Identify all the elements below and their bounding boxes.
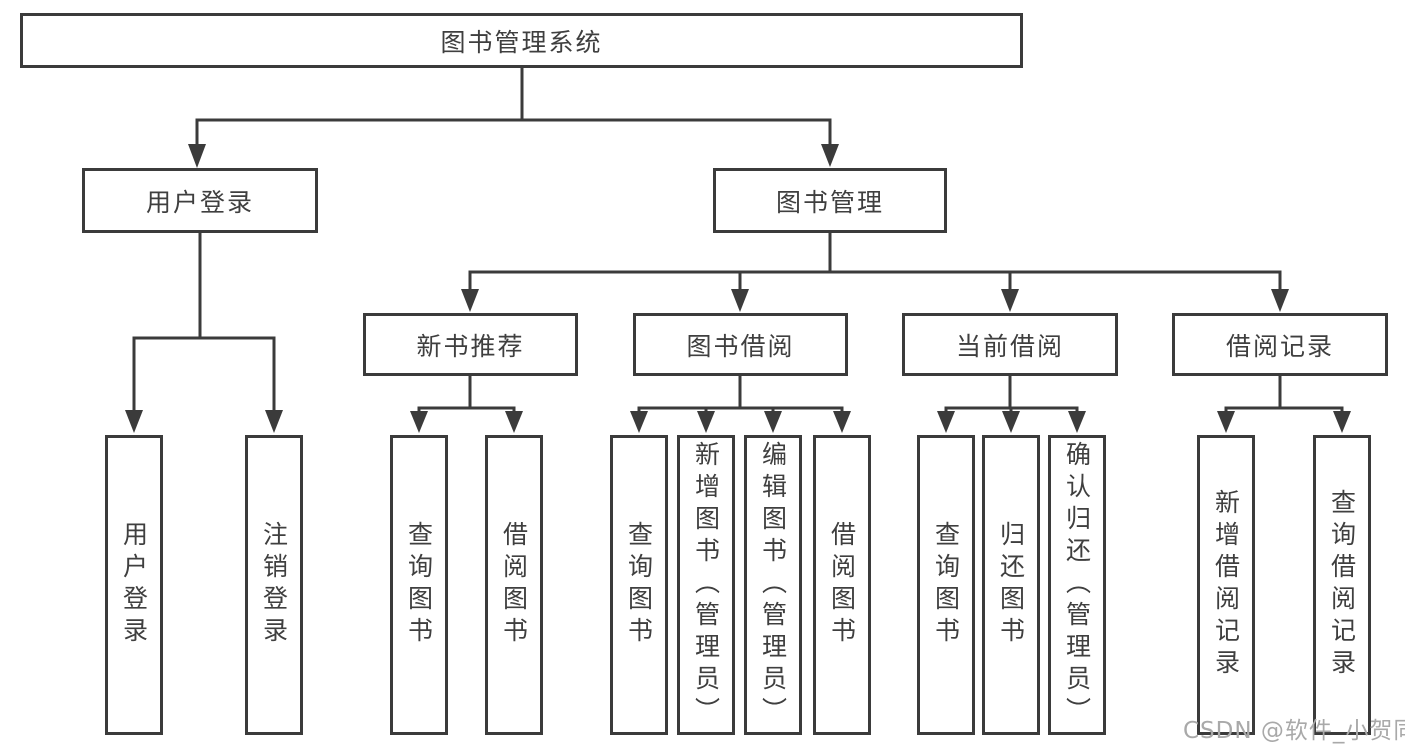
leaf-label: 查询图书: [931, 521, 961, 649]
arrowheads: [125, 144, 1351, 433]
leaf-label: 新增借阅记录: [1211, 489, 1241, 681]
node-label: 当前借阅: [955, 331, 1064, 361]
leaf-return-book: 归还图书: [982, 435, 1040, 735]
node-label: 图书管理: [775, 187, 884, 217]
leaf-query-books-current: 查询图书: [917, 435, 975, 735]
leaf-logout: 注销登录: [245, 435, 303, 735]
leaf-query-books-recommend: 查询图书: [390, 435, 448, 735]
leaf-query-books-borrow: 查询图书: [610, 435, 668, 735]
node-new-book-recommend: 新书推荐: [363, 313, 578, 376]
leaf-add-borrow-record: 新增借阅记录: [1197, 435, 1255, 735]
leaf-label: 归还图书: [996, 521, 1026, 649]
node-current-borrow: 当前借阅: [902, 313, 1118, 376]
node-label: 用户登录: [145, 187, 254, 217]
leaf-label: 用户登录: [119, 521, 149, 649]
leaf-label: 查询图书: [404, 521, 434, 649]
node-book-borrow: 图书借阅: [633, 313, 848, 376]
node-book-management: 图书管理: [713, 168, 947, 233]
leaf-label: 查询借阅记录: [1327, 489, 1357, 681]
leaf-user-login: 用户登录: [105, 435, 163, 735]
node-label: 借阅记录: [1225, 331, 1334, 361]
leaf-label: 编辑图书（管理员）: [758, 441, 788, 729]
node-label: 新书推荐: [416, 331, 525, 361]
leaf-label: 确认归还（管理员）: [1062, 441, 1092, 729]
leaf-confirm-return-admin: 确认归还（管理员）: [1048, 435, 1106, 735]
leaf-label: 注销登录: [259, 521, 289, 649]
leaf-label: 借阅图书: [827, 521, 857, 649]
leaf-query-borrow-record: 查询借阅记录: [1313, 435, 1371, 735]
leaf-borrow-books-recommend: 借阅图书: [485, 435, 543, 735]
watermark: CSDN @软件_小贺同学: [1183, 718, 1405, 744]
leaf-label: 新增图书（管理员）: [691, 441, 721, 729]
connector-paths: [132, 67, 1344, 414]
node-borrow-records: 借阅记录: [1172, 313, 1388, 376]
node-root-label: 图书管理系统: [440, 27, 603, 57]
leaf-label: 借阅图书: [499, 521, 529, 649]
leaf-label: 查询图书: [624, 521, 654, 649]
node-label: 图书借阅: [686, 331, 795, 361]
leaf-borrow-books-2: 借阅图书: [813, 435, 871, 735]
node-user-login-branch: 用户登录: [82, 168, 318, 233]
leaf-edit-book-admin: 编辑图书（管理员）: [744, 435, 802, 735]
node-root: 图书管理系统: [20, 13, 1023, 68]
leaf-add-book-admin: 新增图书（管理员）: [677, 435, 735, 735]
